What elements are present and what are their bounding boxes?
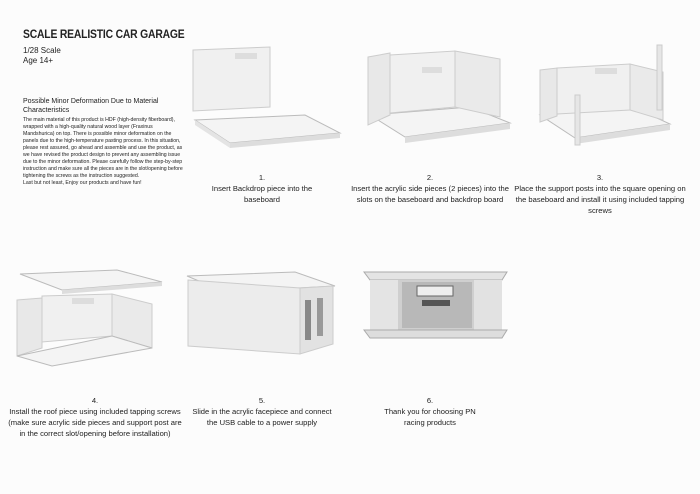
step-3-illustration xyxy=(538,44,672,146)
notice-heading: Possible Minor Deformation Due to Materi… xyxy=(23,98,159,114)
step-6-illustration xyxy=(363,271,508,339)
step-5-illustration xyxy=(186,271,336,355)
step-5-caption: 5. Slide in the acrylic facepiece and co… xyxy=(177,395,347,428)
step-text: Place the support posts into the square … xyxy=(514,184,686,215)
step-4-caption: 4. Install the roof piece using included… xyxy=(5,395,185,439)
step-number: 3. xyxy=(596,173,604,182)
step-number: 5. xyxy=(258,396,266,405)
step-1-caption: 1. Insert Backdrop piece into the basebo… xyxy=(177,172,347,205)
scale-label: 1/28 Scale xyxy=(23,46,61,55)
step-number: 4. xyxy=(91,396,99,405)
step-number: 1. xyxy=(258,173,266,182)
step-text: Slide in the acrylic facepiece and conne… xyxy=(192,407,332,427)
step-3-caption: 3. Place the support posts into the squa… xyxy=(510,172,690,216)
step-2-illustration xyxy=(367,50,512,143)
step-number: 6. xyxy=(426,396,434,405)
step-text: Insert Backdrop piece into the baseboard xyxy=(211,184,313,204)
notice-body: The main material of this product is HDF… xyxy=(23,117,183,187)
step-4-illustration xyxy=(16,269,163,367)
step-text: Thank you for choosing PN racing product… xyxy=(384,407,476,427)
step-text: Install the roof piece using included ta… xyxy=(8,407,182,438)
notice-closing: Last but not least, Enjoy our products a… xyxy=(23,180,142,186)
step-2-caption: 2. Insert the acrylic side pieces (2 pie… xyxy=(345,172,515,205)
step-number: 2. xyxy=(426,173,434,182)
age-label: Age 14+ xyxy=(23,56,54,65)
page-title: SCALE REALISTIC CAR GARAGE xyxy=(23,29,185,41)
notice-text: The main material of this product is HDF… xyxy=(23,117,183,179)
step-text: Insert the acrylic side pieces (2 pieces… xyxy=(351,184,509,204)
step-1-illustration xyxy=(192,46,342,148)
step-6-caption: 6. Thank you for choosing PN racing prod… xyxy=(350,395,510,428)
